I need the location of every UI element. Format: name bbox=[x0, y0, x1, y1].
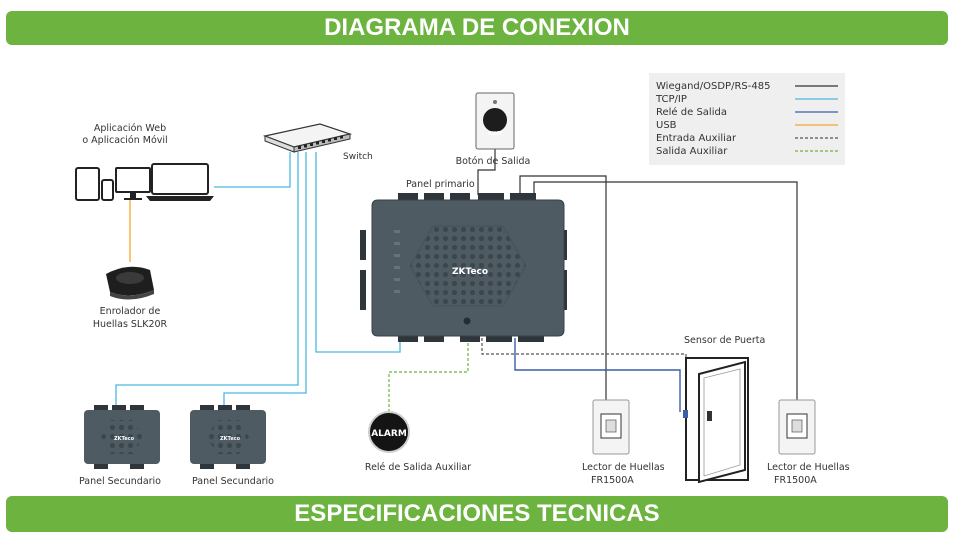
header-banner: DIAGRAMA DE CONEXION bbox=[6, 11, 948, 45]
door-leaf bbox=[698, 360, 746, 484]
legend-aux-in: Entrada Auxiliar bbox=[656, 133, 737, 144]
wiegand-line-reader-2 bbox=[533, 181, 798, 400]
legend-aux-out: Salida Auxiliar bbox=[656, 146, 728, 157]
wiegand-line-exit bbox=[477, 144, 496, 195]
app-devices: Aplicación Web o Aplicación Móvil bbox=[75, 123, 214, 201]
desktop-icon bbox=[115, 167, 151, 200]
reader-2-label-line2: FR1500A bbox=[774, 475, 817, 486]
legend-tcpip: TCP/IP bbox=[655, 94, 687, 105]
legend-relay: Relé de Salida bbox=[656, 106, 727, 118]
primary-panel: Panel primario ZKTeco bbox=[360, 179, 567, 342]
aux-in-line bbox=[481, 338, 687, 365]
wiegand-line-reader-1 bbox=[519, 175, 607, 400]
tcpip-line-secondary-1 bbox=[115, 152, 299, 410]
secondary-panel-2: ZKTeco Panel Secundario bbox=[190, 405, 274, 487]
secondary-panel-1: ZKTeco Panel Secundario bbox=[79, 405, 161, 487]
fingerprint-reader-2: Lector de Huellas FR1500A bbox=[767, 399, 850, 486]
phone-icon bbox=[101, 179, 114, 201]
exit-button-device: EXIT Botón de Salida bbox=[456, 92, 531, 167]
exit-button-icon bbox=[483, 108, 507, 132]
brand-logo: ZKTeco bbox=[452, 267, 488, 277]
brand-text-secondary-2: ZKTeco bbox=[220, 436, 241, 442]
connection-lines bbox=[115, 144, 798, 412]
enroller-label-line1: Enrolador de bbox=[100, 306, 161, 317]
legend: Wiegand/OSDP/RS-485 TCP/IP Relé de Salid… bbox=[649, 73, 845, 165]
exit-button-label: Botón de Salida bbox=[456, 156, 531, 167]
legend-usb: USB bbox=[656, 120, 677, 131]
panel-screw-icon bbox=[463, 317, 471, 325]
tablet-icon bbox=[75, 167, 100, 201]
aux-relay-label: Relé de Salida Auxiliar bbox=[365, 462, 471, 473]
header-title: DIAGRAMA DE CONEXION bbox=[324, 14, 630, 41]
door-device: Sensor de Puerta bbox=[683, 335, 765, 484]
footer-banner: ESPECIFICACIONES TECNICAS bbox=[6, 496, 948, 532]
app-label-line1: Aplicación Web bbox=[94, 123, 166, 134]
door-sensor-label: Sensor de Puerta bbox=[684, 335, 765, 346]
aux-out-line bbox=[388, 338, 469, 412]
reader-1-label-line2: FR1500A bbox=[591, 475, 634, 486]
laptop-icon bbox=[146, 163, 214, 201]
legend-wiegand: Wiegand/OSDP/RS-485 bbox=[656, 81, 770, 92]
enroller-label-line2: Huellas SLK20R bbox=[93, 319, 168, 330]
primary-panel-label: Panel primario bbox=[406, 179, 475, 190]
tcpip-line-primary bbox=[315, 152, 401, 353]
tcpip-line-app bbox=[214, 152, 291, 188]
brand-text-secondary-1: ZKTeco bbox=[114, 436, 135, 442]
switch-label: Switch bbox=[343, 152, 373, 162]
brand-text: ZKTeco bbox=[452, 267, 488, 277]
alarm-device: ALARM Relé de Salida Auxiliar bbox=[365, 411, 471, 473]
secondary-panel-1-label: Panel Secundario bbox=[79, 476, 161, 487]
door-sensor-icon bbox=[683, 410, 688, 418]
exit-text: EXIT bbox=[488, 131, 502, 137]
reader-1-label-line1: Lector de Huellas bbox=[582, 462, 665, 473]
fingerprint-reader-1: Lector de Huellas FR1500A bbox=[582, 399, 665, 486]
alarm-text: ALARM bbox=[371, 429, 407, 439]
door-handle-icon bbox=[707, 411, 712, 421]
fingerprint-enroller: Enrolador de Huellas SLK20R bbox=[93, 266, 168, 330]
app-label-line2: o Aplicación Móvil bbox=[82, 135, 167, 146]
tcpip-line-secondary-2 bbox=[223, 152, 307, 410]
reader-2-label-line1: Lector de Huellas bbox=[767, 462, 850, 473]
alarm-icon bbox=[368, 411, 410, 453]
secondary-panel-2-label: Panel Secundario bbox=[192, 476, 274, 487]
legend-box bbox=[649, 73, 845, 165]
relay-line-door bbox=[514, 338, 681, 412]
network-switch: Switch bbox=[262, 123, 373, 162]
footer-title: ESPECIFICACIONES TECNICAS bbox=[294, 500, 660, 527]
